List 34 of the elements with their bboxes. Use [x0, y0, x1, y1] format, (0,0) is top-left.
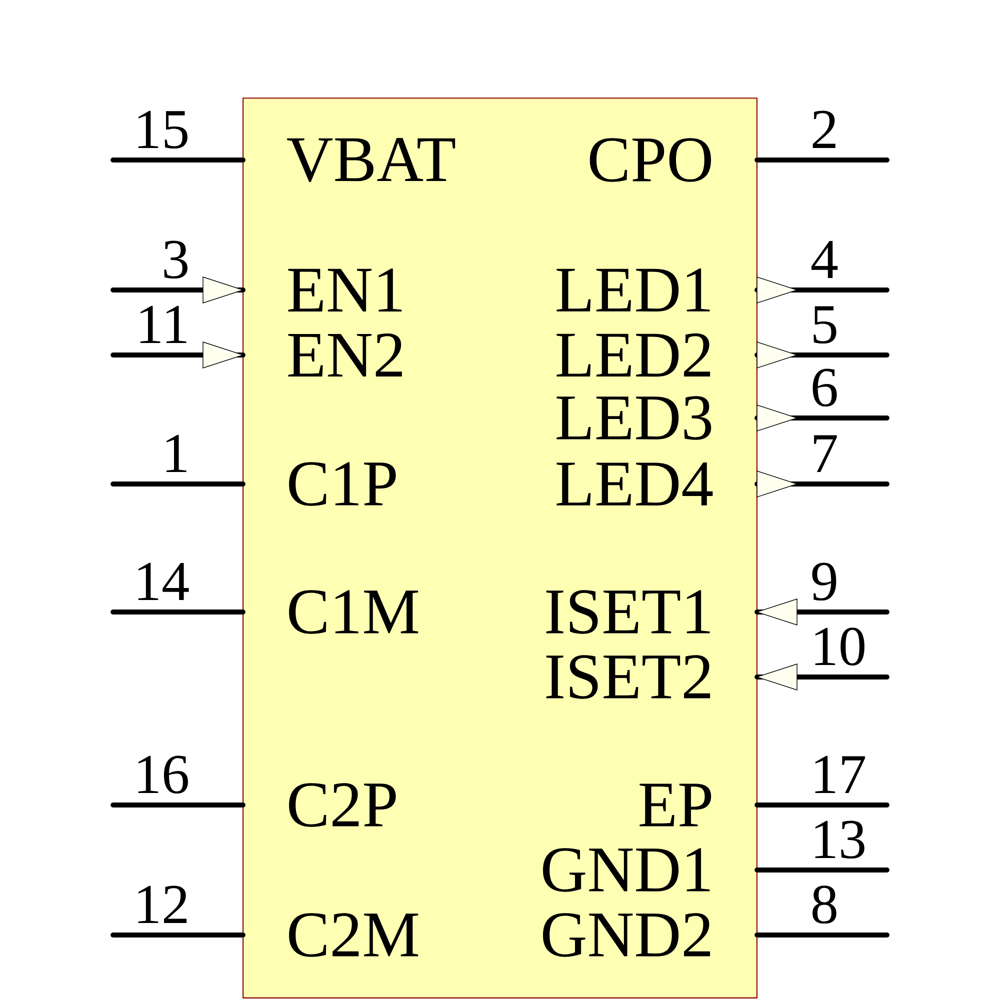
- pin-name: LED1: [556, 268, 710, 312]
- pin-name: EN1: [288, 268, 402, 312]
- pin-name: ISET1: [546, 590, 710, 634]
- pin-name: LED4: [556, 462, 713, 506]
- pin-number: 1: [166, 434, 186, 472]
- pin-number: 10: [815, 628, 864, 666]
- pin-number: 2: [812, 110, 836, 148]
- pin-number: 7: [814, 435, 837, 472]
- pin-number: 17: [815, 756, 865, 793]
- pin-number: 12: [138, 886, 187, 923]
- pin-name: EP: [640, 784, 712, 826]
- pin-number: 8: [812, 886, 836, 924]
- pin-name: LED3: [556, 396, 712, 440]
- pin-number: 14: [138, 562, 189, 600]
- pin-number: 16: [138, 756, 188, 794]
- pin-number: 9: [812, 562, 836, 601]
- pin-number: 4: [811, 241, 838, 278]
- pin-number: 5: [814, 306, 836, 344]
- pin-name: GND1: [542, 848, 710, 892]
- pin-name: C2M: [289, 913, 418, 957]
- pin-name: C1M: [289, 590, 418, 634]
- pin-number: 6: [812, 368, 837, 407]
- pin-name: EN2: [288, 333, 402, 377]
- pin-name: ISET2: [546, 655, 710, 699]
- pin-name: GND2: [542, 913, 710, 957]
- pin-name: C1P: [289, 462, 396, 506]
- pin-name: VBAT: [287, 138, 456, 182]
- pin-number: 13: [815, 820, 864, 859]
- pin-number: 15: [138, 110, 188, 149]
- pin-number: 3: [164, 240, 188, 279]
- pin-name: CPO: [590, 138, 711, 182]
- pin-name: C2P: [289, 783, 396, 827]
- pin-name: LED2: [556, 333, 710, 377]
- pin-number: 11: [140, 306, 186, 343]
